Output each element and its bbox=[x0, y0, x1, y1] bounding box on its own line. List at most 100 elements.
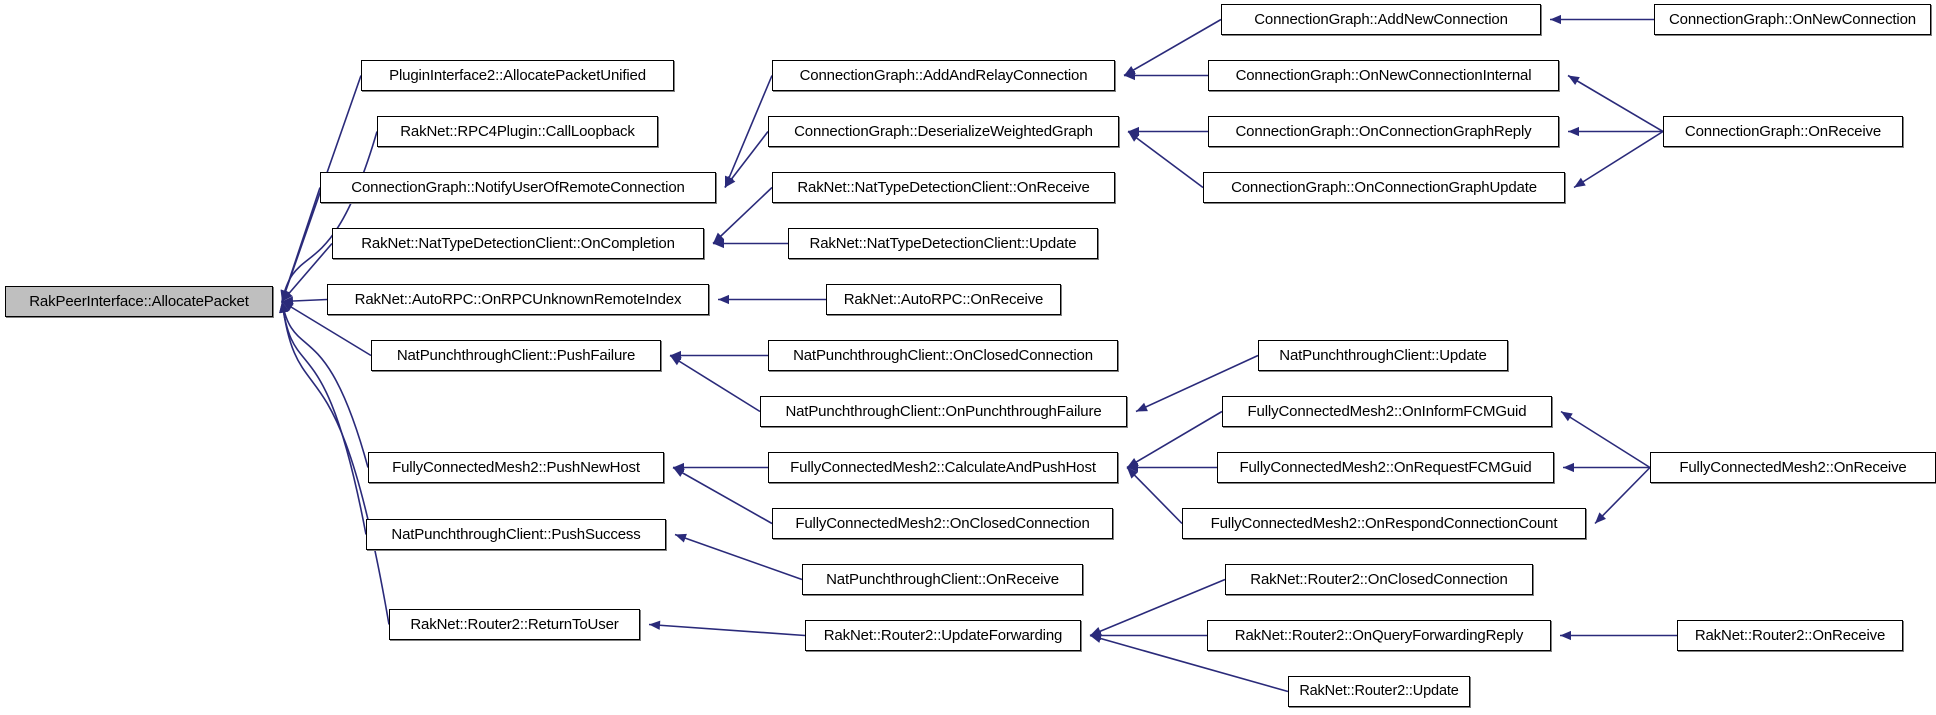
graph-edge bbox=[1123, 18, 1222, 77]
graph-node[interactable]: PluginInterface2::AllocatePacketUnified bbox=[361, 60, 674, 91]
graph-node-label: ConnectionGraph::OnReceive bbox=[1684, 123, 1882, 140]
graph-node[interactable]: RakNet::Router2::UpdateForwarding bbox=[805, 620, 1081, 651]
graph-node-root[interactable]: RakPeerInterface::AllocatePacket bbox=[5, 286, 273, 317]
graph-node-label: FullyConnectedMesh2::CalculateAndPushHos… bbox=[790, 459, 1096, 476]
graph-edge-arrowhead bbox=[1128, 131, 1140, 142]
graph-edge bbox=[1568, 126, 1663, 137]
graph-node[interactable]: RakNet::Router2::Update bbox=[1288, 676, 1470, 707]
graph-node-label: RakNet::Router2::Update bbox=[1299, 683, 1459, 700]
graph-edge bbox=[281, 187, 321, 302]
graph-node[interactable]: FullyConnectedMesh2::OnInformFCMGuid bbox=[1222, 396, 1552, 427]
graph-node[interactable]: ConnectionGraph::OnNewConnectionInternal bbox=[1208, 60, 1559, 91]
graph-edge-arrowhead bbox=[280, 301, 290, 314]
graph-edge bbox=[1563, 462, 1650, 473]
graph-node[interactable]: FullyConnectedMesh2::CalculateAndPushHos… bbox=[768, 452, 1118, 483]
graph-node-label: ConnectionGraph::NotifyUserOfRemoteConne… bbox=[351, 179, 685, 196]
graph-node[interactable]: NatPunchthroughClient::OnPunchthroughFai… bbox=[760, 396, 1127, 427]
graph-edge-arrowhead bbox=[1127, 467, 1138, 479]
graph-edge bbox=[713, 238, 788, 249]
graph-node-label: RakNet::NatTypeDetectionClient::OnComple… bbox=[361, 235, 675, 252]
graph-node-label: ConnectionGraph::OnNewConnection bbox=[1668, 11, 1916, 28]
graph-edge bbox=[1126, 466, 1183, 525]
graph-node-label: PluginInterface2::AllocatePacketUnified bbox=[389, 67, 646, 84]
graph-node-label: RakNet::Router2::OnReceive bbox=[1694, 627, 1886, 644]
graph-node[interactable]: ConnectionGraph::OnReceive bbox=[1663, 116, 1903, 147]
graph-edge-arrowhead bbox=[725, 175, 736, 188]
graph-edge bbox=[724, 131, 769, 188]
graph-node[interactable]: RakNet::AutoRPC::OnReceive bbox=[826, 284, 1061, 315]
graph-node[interactable]: FullyConnectedMesh2::OnRequestFCMGuid bbox=[1217, 452, 1554, 483]
graph-node[interactable]: FullyConnectedMesh2::OnRespondConnection… bbox=[1182, 508, 1586, 539]
graph-node[interactable]: ConnectionGraph::AddAndRelayConnection bbox=[772, 60, 1115, 91]
graph-edge bbox=[1128, 126, 1208, 137]
graph-node[interactable]: NatPunchthroughClient::Update bbox=[1258, 340, 1508, 371]
graph-node[interactable]: FullyConnectedMesh2::OnReceive bbox=[1650, 452, 1936, 483]
graph-edge-arrowhead bbox=[713, 238, 724, 249]
graph-edge bbox=[279, 301, 367, 535]
graph-node[interactable]: RakNet::NatTypeDetectionClient::Update bbox=[788, 228, 1098, 259]
graph-node[interactable]: FullyConnectedMesh2::PushNewHost bbox=[368, 452, 664, 483]
graph-edge bbox=[1573, 130, 1664, 189]
graph-edge bbox=[1567, 74, 1664, 133]
graph-node-label: NatPunchthroughClient::OnReceive bbox=[826, 571, 1059, 588]
graph-node[interactable]: NatPunchthroughClient::PushSuccess bbox=[366, 519, 666, 550]
graph-node[interactable]: NatPunchthroughClient::OnReceive bbox=[802, 564, 1083, 595]
graph-edge bbox=[1089, 578, 1226, 637]
graph-node-label: ConnectionGraph::OnNewConnectionInternal bbox=[1235, 67, 1532, 84]
graph-node-label: NatPunchthroughClient::PushSuccess bbox=[391, 526, 641, 543]
graph-node[interactable]: RakNet::Router2::ReturnToUser bbox=[389, 609, 640, 640]
graph-node-label: ConnectionGraph::AddNewConnection bbox=[1254, 11, 1508, 28]
graph-node[interactable]: RakNet::NatTypeDetectionClient::OnComple… bbox=[332, 228, 704, 259]
graph-edge bbox=[1560, 410, 1651, 469]
graph-edge bbox=[718, 294, 826, 305]
graph-edge-arrowhead bbox=[281, 289, 290, 302]
graph-node-label: NatPunchthroughClient::OnClosedConnectio… bbox=[793, 347, 1093, 364]
graph-node[interactable]: ConnectionGraph::OnNewConnection bbox=[1654, 4, 1931, 35]
graph-node[interactable]: RakNet::Router2::OnReceive bbox=[1677, 620, 1903, 651]
graph-edge bbox=[724, 75, 773, 188]
graph-edge bbox=[1550, 14, 1654, 25]
graph-edge-arrowhead bbox=[1127, 462, 1138, 473]
graph-edge-arrowhead bbox=[282, 301, 294, 312]
graph-node-label: NatPunchthroughClient::OnPunchthroughFai… bbox=[785, 403, 1102, 420]
graph-node[interactable]: RakNet::RPC4Plugin::CallLoopback bbox=[377, 116, 658, 147]
graph-node-label: RakNet::NatTypeDetectionClient::Update bbox=[809, 235, 1077, 252]
graph-node[interactable]: FullyConnectedMesh2::OnClosedConnection bbox=[772, 508, 1113, 539]
graph-node-label: RakNet::Router2::ReturnToUser bbox=[410, 616, 619, 633]
graph-node[interactable]: RakNet::Router2::OnClosedConnection bbox=[1225, 564, 1533, 595]
graph-node[interactable]: ConnectionGraph::AddNewConnection bbox=[1221, 4, 1541, 35]
graph-edge bbox=[670, 350, 768, 361]
graph-edge bbox=[712, 186, 773, 245]
graph-node[interactable]: ConnectionGraph::OnConnectionGraphReply bbox=[1208, 116, 1559, 147]
graph-edge bbox=[648, 620, 806, 637]
graph-node[interactable]: ConnectionGraph::NotifyUserOfRemoteConne… bbox=[320, 172, 716, 203]
graph-node[interactable]: ConnectionGraph::OnConnectionGraphUpdate bbox=[1203, 172, 1565, 203]
graph-node-label: RakNet::AutoRPC::OnRPCUnknownRemoteIndex bbox=[354, 291, 682, 308]
graph-node[interactable]: NatPunchthroughClient::PushFailure bbox=[371, 340, 661, 371]
graph-edge bbox=[1124, 70, 1208, 81]
graph-edge-arrowhead bbox=[1568, 126, 1579, 137]
graph-edge-arrowhead bbox=[673, 467, 685, 477]
graph-edge-arrowhead bbox=[1561, 411, 1573, 422]
graph-node-label: RakNet::Router2::OnQueryForwardingReply bbox=[1234, 627, 1524, 644]
graph-edge-arrowhead bbox=[725, 175, 734, 188]
graph-node-label: FullyConnectedMesh2::PushNewHost bbox=[392, 459, 640, 476]
graph-node-label: ConnectionGraph::AddAndRelayConnection bbox=[799, 67, 1088, 84]
graph-edge bbox=[280, 131, 378, 302]
graph-edge-arrowhead bbox=[1563, 462, 1574, 473]
graph-edge bbox=[673, 462, 768, 473]
graph-edge-arrowhead bbox=[1124, 66, 1136, 76]
graph-node[interactable]: RakNet::NatTypeDetectionClient::OnReceiv… bbox=[772, 172, 1115, 203]
graph-node[interactable]: RakNet::AutoRPC::OnRPCUnknownRemoteIndex bbox=[327, 284, 709, 315]
graph-edge-arrowhead bbox=[670, 355, 682, 366]
graph-node-label: RakNet::RPC4Plugin::CallLoopback bbox=[400, 123, 635, 140]
graph-node[interactable]: ConnectionGraph::DeserializeWeightedGrap… bbox=[768, 116, 1119, 147]
graph-node-label: ConnectionGraph::OnConnectionGraphUpdate bbox=[1231, 179, 1537, 196]
graph-edge-arrowhead bbox=[282, 296, 294, 306]
graph-node[interactable]: NatPunchthroughClient::OnClosedConnectio… bbox=[768, 340, 1118, 371]
graph-edge bbox=[1594, 466, 1651, 525]
graph-node-label: NatPunchthroughClient::Update bbox=[1279, 347, 1487, 364]
graph-node[interactable]: RakNet::Router2::OnQueryForwardingReply bbox=[1207, 620, 1551, 651]
graph-edge bbox=[281, 296, 328, 306]
